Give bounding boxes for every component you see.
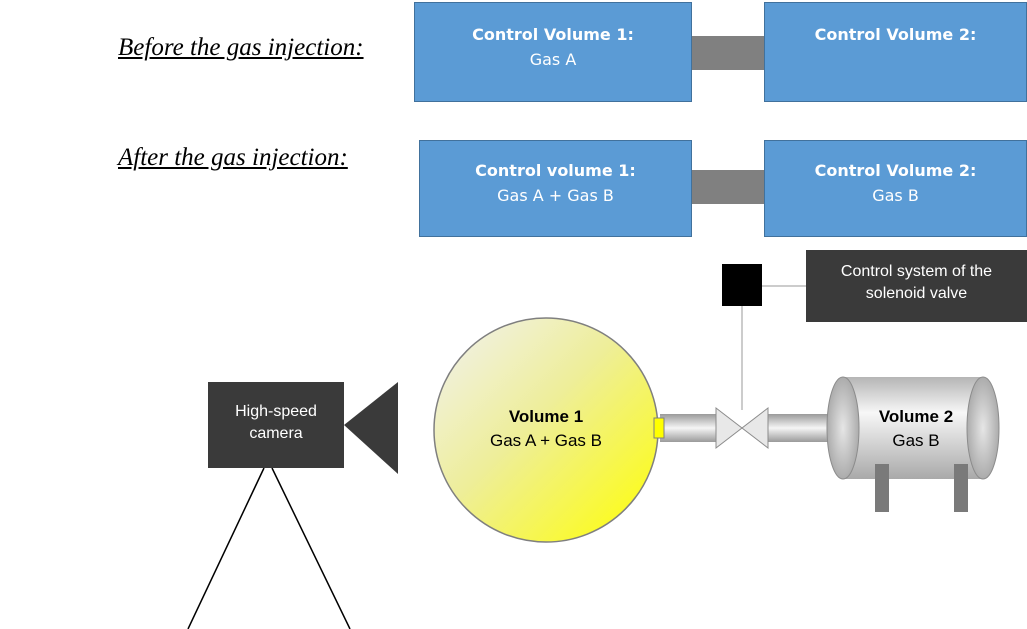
before-cv1-content: Gas A	[529, 50, 577, 69]
control-system-line-2: solenoid valve	[865, 285, 968, 303]
before-control-volume-2: Control Volume 2:	[764, 2, 1027, 102]
tripod-right-leg	[271, 467, 351, 629]
before-cv2-title: Control Volume 2:	[814, 25, 977, 44]
volume-2-title: Volume 2	[879, 407, 953, 426]
valve-left-wing	[715, 406, 743, 450]
camera-lens	[344, 382, 398, 474]
volume-1-nozzle	[653, 417, 665, 439]
before-cv1-title: Control Volume 1:	[472, 25, 634, 44]
camera-label-line-1: High-speed	[235, 403, 317, 420]
before-connector	[692, 36, 764, 70]
pipe-left	[660, 414, 716, 442]
before-injection-caption: Before the gas injection:	[118, 34, 364, 61]
volume-2-left-cap	[826, 376, 860, 480]
volume-2-content: Gas B	[892, 431, 939, 450]
control-system-line-1: Control system of the	[840, 263, 993, 280]
volume-2-right-cap	[966, 376, 1000, 480]
before-control-volume-1: Control Volume 1: Gas A	[414, 2, 692, 102]
camera-label-line-2: camera	[249, 425, 303, 443]
high-speed-camera-body: High-speed camera	[208, 382, 344, 468]
after-cv1-content: Gas A + Gas B	[497, 186, 614, 205]
after-control-volume-2: Control Volume 2: Gas B	[764, 140, 1027, 237]
volume-2-tank-body	[843, 377, 983, 479]
volume-2-left-leg	[875, 464, 889, 512]
volume-1-content: Gas A + Gas B	[490, 431, 602, 450]
after-connector	[692, 170, 764, 204]
after-control-volume-1: Control volume 1: Gas A + Gas B	[419, 140, 692, 237]
after-cv2-title: Control Volume 2:	[814, 161, 977, 180]
control-system-box: Control system of the solenoid valve	[806, 250, 1027, 322]
volume-1-sphere	[433, 317, 659, 543]
volume-1-title: Volume 1	[509, 407, 583, 426]
tripod-left-leg	[187, 467, 265, 629]
after-injection-caption: After the gas injection:	[118, 144, 348, 171]
solenoid-actuator	[722, 264, 762, 306]
valve-right-wing	[741, 406, 769, 450]
pipe-right	[768, 414, 834, 442]
after-cv1-title: Control volume 1:	[475, 161, 636, 180]
volume-2-right-leg	[954, 464, 968, 512]
after-cv2-content: Gas B	[872, 186, 919, 205]
